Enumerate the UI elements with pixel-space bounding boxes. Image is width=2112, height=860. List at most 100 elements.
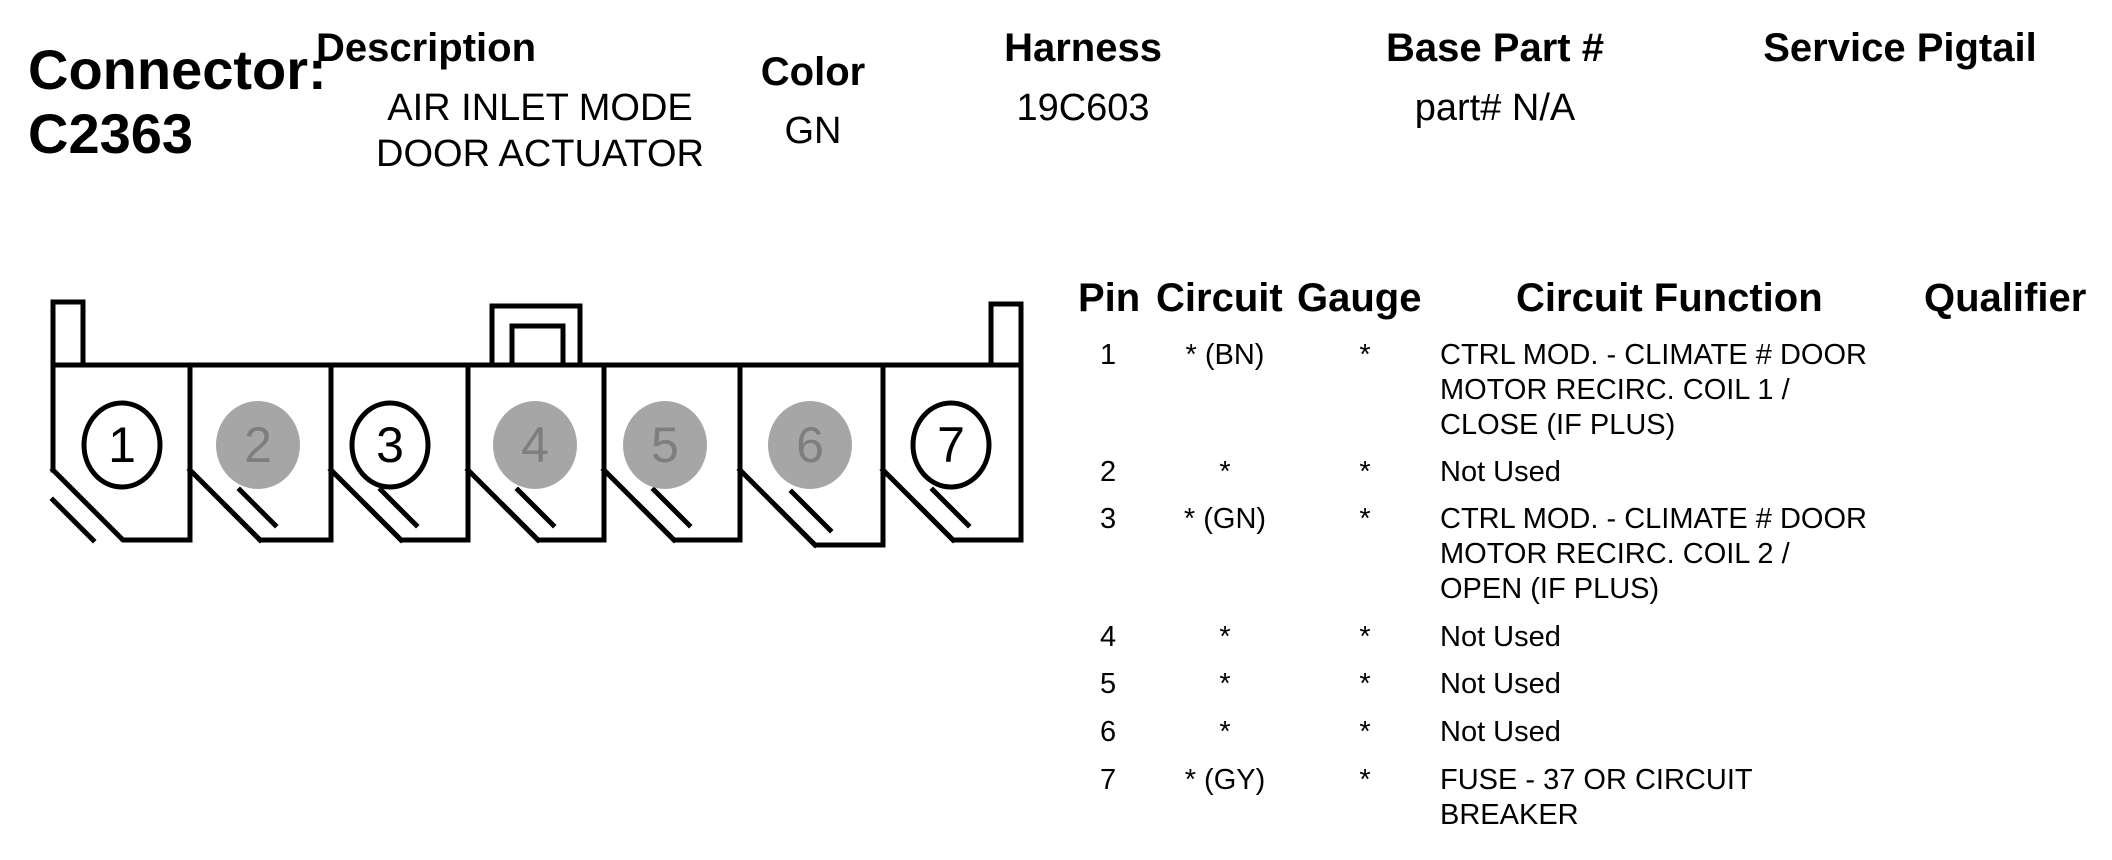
pin-4: 4	[493, 401, 577, 489]
cavity-5-chamfer	[635, 501, 678, 544]
row-2-pin: 2	[1100, 456, 1117, 488]
table-header-pin: Pin	[1078, 276, 1141, 320]
row-7-pin: 7	[1100, 764, 1117, 796]
pin-4-label: 4	[521, 417, 549, 473]
row-6-function-line: Not Used	[1440, 716, 1561, 748]
cavity-2-chamfer	[236, 486, 279, 529]
cavity-5-chamfer	[650, 486, 693, 529]
color-header: Color	[760, 50, 866, 94]
row-3-gauge: *	[1359, 503, 1371, 535]
pin-1-circle	[81, 400, 163, 490]
pin-1-label: 1	[108, 417, 136, 473]
pin-1: 1	[81, 400, 163, 490]
pin-7: 7	[910, 400, 992, 490]
pin-5-label: 5	[651, 417, 679, 473]
table-header-circuit-function: Circuit Function	[1516, 276, 1823, 320]
row-7-function: FUSE - 37 OR CIRCUIT BREAKER	[1440, 763, 1753, 833]
row-7-function-line: FUSE - 37 OR CIRCUIT	[1440, 764, 1753, 796]
cavity-1-chamfer	[49, 496, 97, 544]
row-2-function: Not Used	[1440, 455, 1561, 490]
cavity-6-chamfer	[773, 503, 819, 549]
table-header-circuit: Circuit	[1156, 276, 1283, 320]
row-7-gauge: *	[1359, 764, 1371, 796]
pin-4-circle	[493, 401, 577, 489]
row-6-circuit: *	[1219, 716, 1231, 748]
cavity-7-chamfer	[929, 486, 972, 529]
row-5-pin: 5	[1100, 668, 1117, 700]
row-7-circuit: * (GY)	[1184, 764, 1266, 796]
cavity-2-chamfer	[221, 501, 264, 544]
harness-value: 19C603	[1016, 87, 1150, 129]
row-3-function-line: MOTOR RECIRC. COIL 2 /	[1440, 538, 1790, 570]
row-4-pin: 4	[1100, 621, 1117, 653]
base-part-value: part# N/A	[1414, 87, 1576, 129]
base-part-header: Base Part #	[1386, 26, 1604, 70]
pin-2-circle	[216, 401, 300, 489]
cavity-3-chamfer	[377, 486, 420, 529]
row-5-function: Not Used	[1440, 667, 1561, 702]
row-4-circuit: *	[1219, 621, 1231, 653]
harness-header: Harness	[1004, 26, 1162, 70]
pin-2-label: 2	[244, 417, 272, 473]
cavity-3-chamfer	[362, 501, 405, 544]
row-4-function-line: Not Used	[1440, 621, 1561, 653]
description-value: AIR INLET MODE DOOR ACTUATOR	[340, 85, 740, 177]
pin-3: 3	[349, 400, 431, 490]
right-latch	[988, 301, 1024, 368]
cavity-6-chamfer	[788, 488, 834, 534]
row-4-function: Not Used	[1440, 620, 1561, 655]
cavity-4-chamfer	[499, 501, 542, 544]
row-4-gauge: *	[1359, 621, 1371, 653]
row-1-function-line: CLOSE (IF PLUS)	[1440, 409, 1676, 441]
pin-6-label: 6	[796, 417, 824, 473]
connector-diagram: 1 2 3 4 5 6 7	[49, 299, 1024, 549]
row-6-function: Not Used	[1440, 715, 1561, 750]
row-2-gauge: *	[1359, 456, 1371, 488]
left-latch	[50, 299, 86, 368]
row-3-function-line: OPEN (IF PLUS)	[1440, 573, 1660, 605]
row-1-pin: 1	[1100, 339, 1117, 371]
pin-5: 5	[623, 401, 707, 489]
row-1-circuit: * (BN)	[1185, 339, 1265, 371]
table-header-qualifier: Qualifier	[1924, 276, 2087, 320]
pin-7-circle	[910, 400, 992, 490]
pin-2: 2	[216, 401, 300, 489]
row-2-circuit: *	[1219, 456, 1231, 488]
row-3-function-line: CTRL MOD. - CLIMATE # DOOR	[1440, 503, 1867, 535]
row-1-function: CTRL MOD. - CLIMATE # DOOR MOTOR RECIRC.…	[1440, 338, 1867, 443]
pin-3-circle	[349, 400, 431, 490]
row-6-pin: 6	[1100, 716, 1117, 748]
connector-id: C2363	[28, 102, 194, 165]
connector-label: Connector:	[28, 38, 327, 101]
row-7-function-line: BREAKER	[1440, 799, 1579, 831]
pin-3-label: 3	[376, 417, 404, 473]
description-header: Description	[315, 26, 537, 70]
cavity-7-chamfer	[914, 501, 957, 544]
row-1-function-line: MOTOR RECIRC. COIL 1 /	[1440, 374, 1790, 406]
description-line-1: AIR INLET MODE	[387, 87, 693, 129]
description-line-2: DOOR ACTUATOR	[376, 133, 704, 175]
row-3-pin: 3	[1100, 503, 1117, 535]
pin-6: 6	[768, 401, 852, 489]
row-5-function-line: Not Used	[1440, 668, 1561, 700]
row-6-gauge: *	[1359, 716, 1371, 748]
color-value: GN	[784, 110, 842, 152]
row-1-function-line: CTRL MOD. - CLIMATE # DOOR	[1440, 339, 1867, 371]
cavity-4-chamfer	[514, 486, 557, 529]
center-lock-inner	[509, 323, 566, 368]
row-5-gauge: *	[1359, 668, 1371, 700]
pin-5-circle	[623, 401, 707, 489]
cavity-1-bottom	[49, 466, 193, 543]
row-1-gauge: *	[1359, 339, 1371, 371]
table-header-gauge: Gauge	[1297, 276, 1422, 320]
row-3-circuit: * (GN)	[1183, 503, 1267, 535]
service-pigtail-header: Service Pigtail	[1763, 26, 2037, 70]
connector-title: Connector: C2363	[28, 38, 327, 166]
row-2-function-line: Not Used	[1440, 456, 1561, 488]
row-5-circuit: *	[1219, 668, 1231, 700]
pin-7-label: 7	[937, 417, 965, 473]
pin-layer: 1 2 3 4 5 6 7	[81, 400, 992, 490]
pin-6-circle	[768, 401, 852, 489]
row-3-function: CTRL MOD. - CLIMATE # DOOR MOTOR RECIRC.…	[1440, 502, 1867, 607]
center-lock-outer	[489, 303, 583, 368]
